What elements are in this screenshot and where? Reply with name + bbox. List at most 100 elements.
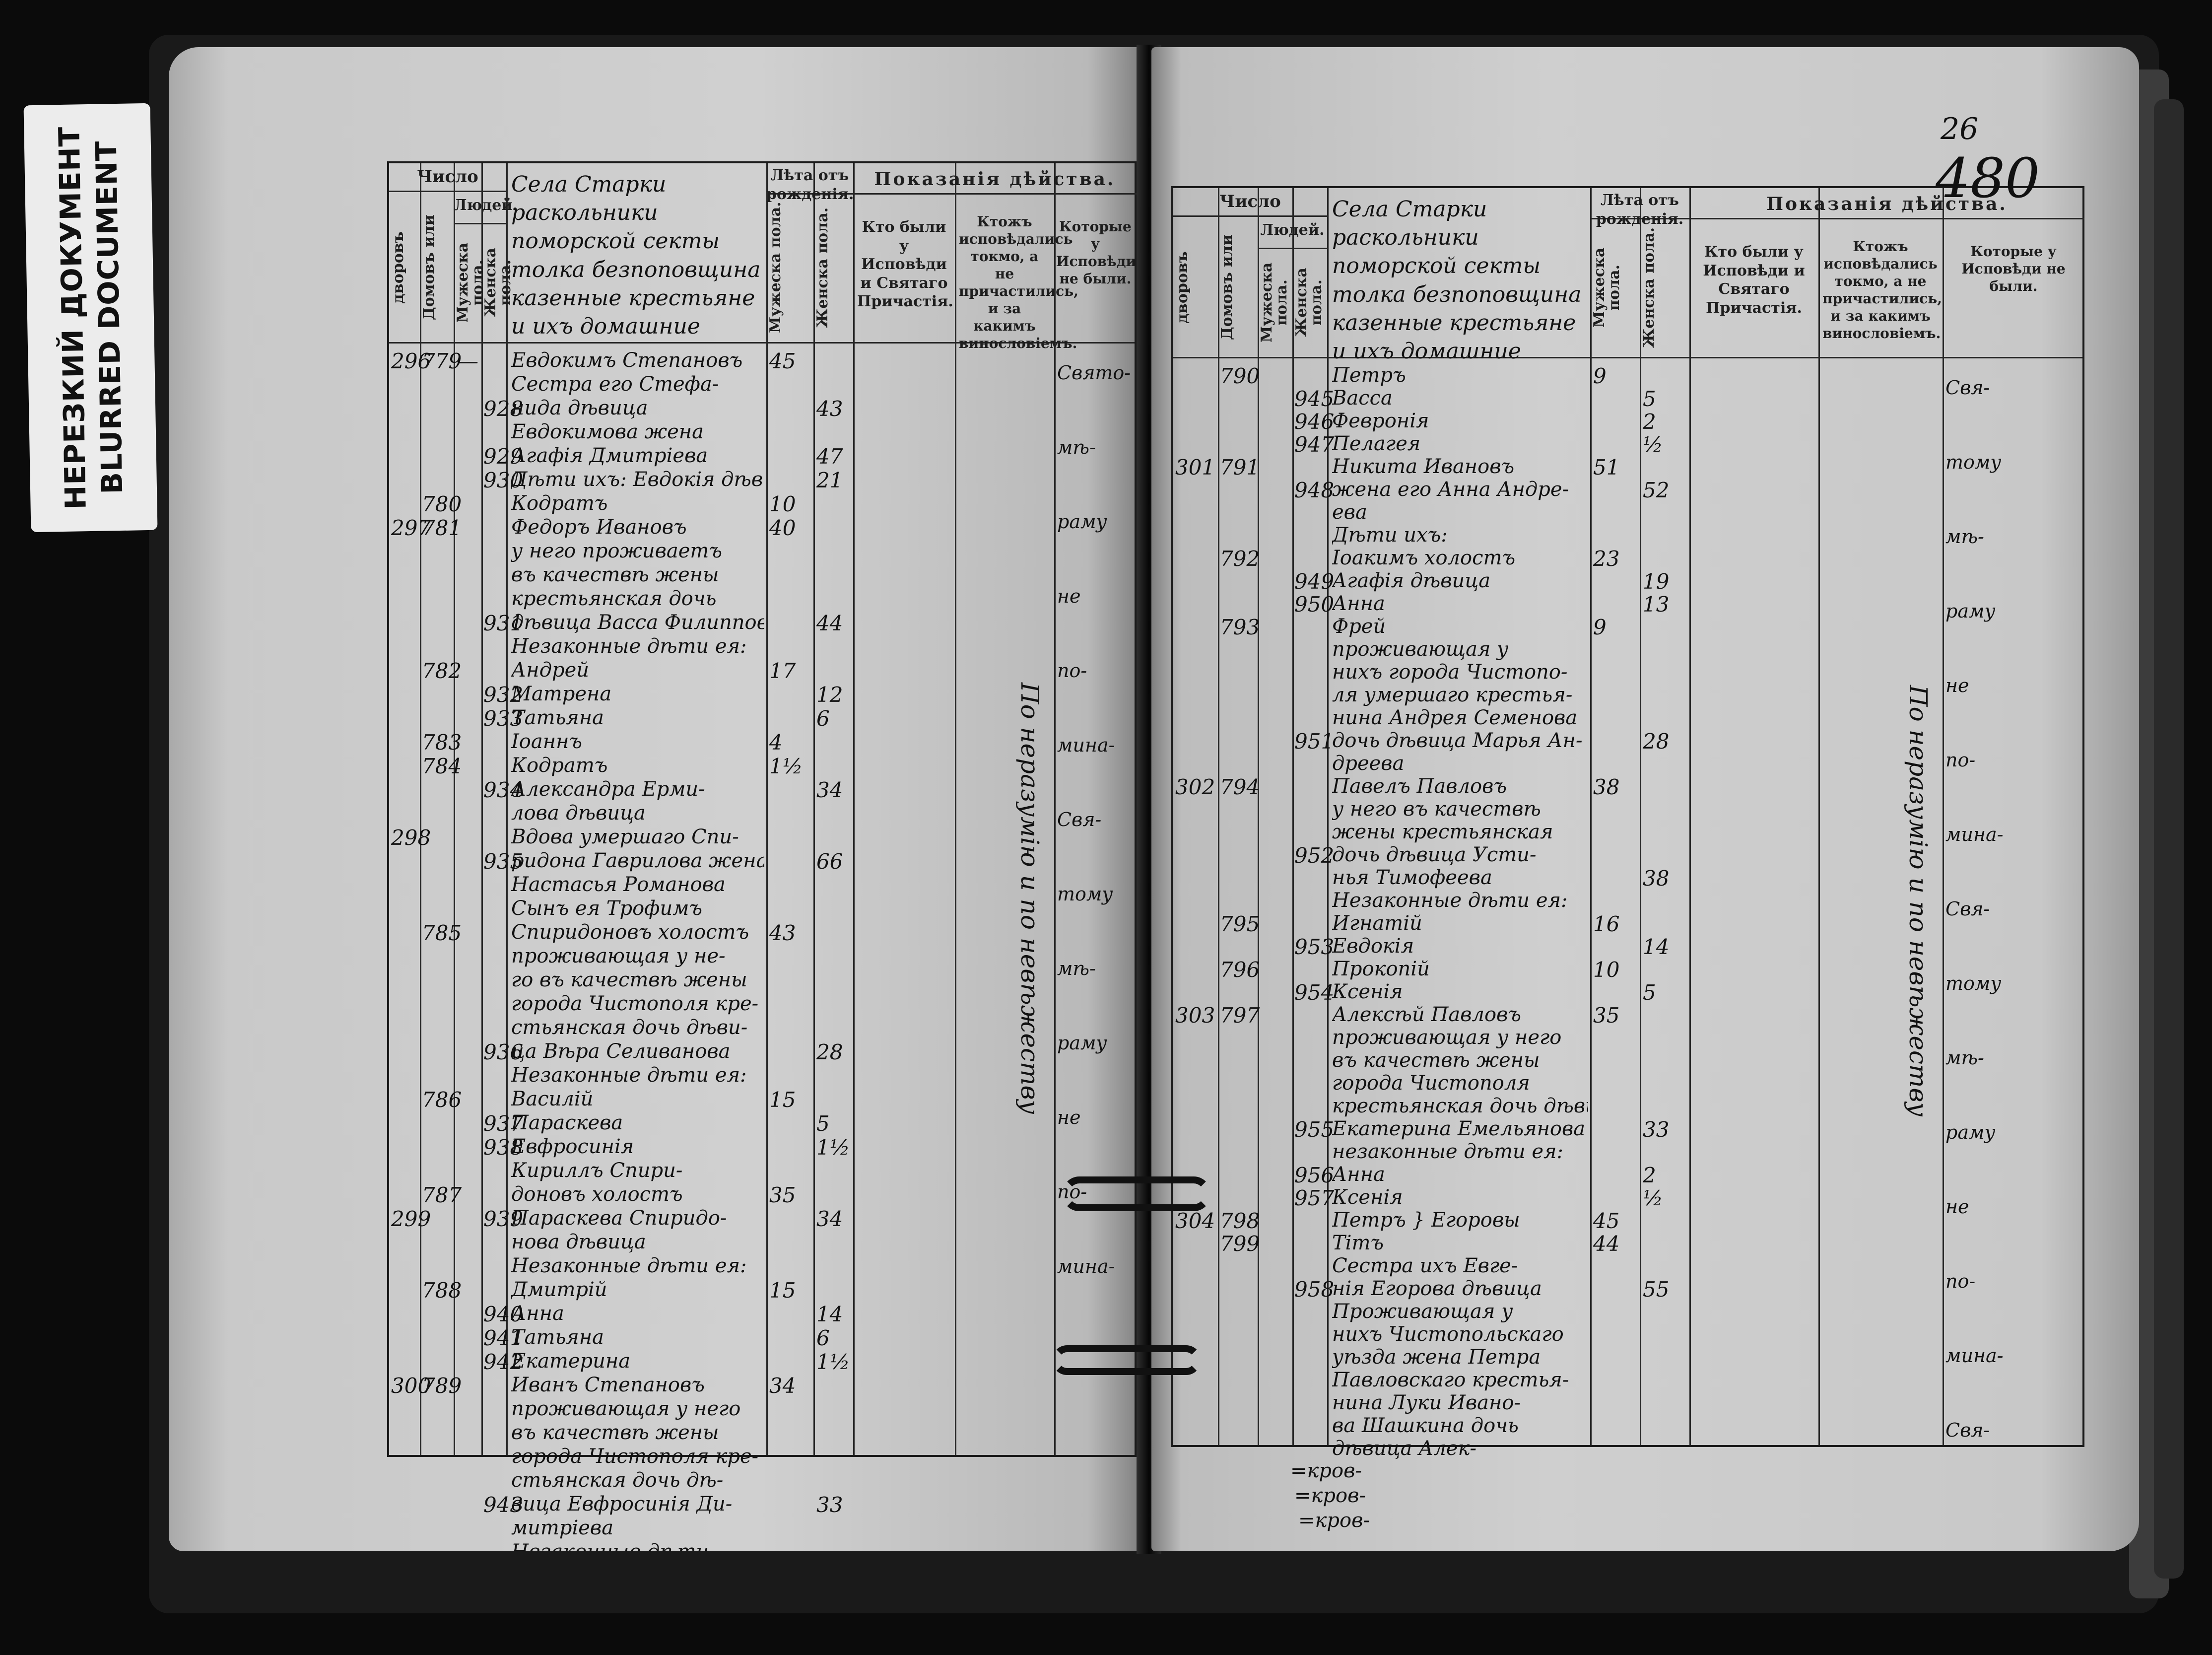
header-chislo: Число	[417, 167, 478, 187]
house-number: 793	[1220, 615, 1260, 639]
no-confession-note: не	[1057, 1106, 1081, 1128]
person-entry: Андрей	[511, 659, 590, 682]
person-entry: нида дѣвица	[511, 397, 648, 419]
age-male: 16	[1593, 912, 1620, 936]
no-confession-note: мѣ-	[1945, 1047, 1984, 1069]
age-male: 15	[769, 1278, 796, 1303]
age-male: 23	[1593, 547, 1620, 571]
age-female: 43	[816, 397, 843, 421]
ledger-header-rule	[389, 342, 1135, 344]
person-entry: Сестра его Стефа-	[511, 373, 719, 396]
ledger-column-rule	[1258, 188, 1259, 1445]
person-entry: у него въ качествѣ	[1332, 798, 1541, 821]
person-entry: митріева	[511, 1517, 614, 1539]
no-confession-note: мѣ-	[1945, 526, 1984, 548]
person-entry: стьянская дочь дѣ-	[511, 1469, 724, 1492]
female-count: 958	[1294, 1277, 1335, 1302]
person-entry: нья Тимофеева	[1332, 866, 1492, 889]
age-female: 2	[1643, 1163, 1656, 1187]
header-leta-male: Мужеска пола.	[1591, 247, 1623, 328]
header-dvorov: дворовъ	[390, 231, 407, 304]
stamp-text-en: BLURRED DOCUMENT	[89, 140, 129, 494]
person-entry: ля умершаго крестья-	[1332, 684, 1573, 706]
ledger-column-rule	[481, 163, 483, 1455]
binding-thread	[1062, 1176, 1211, 1211]
person-entry: Агафія Дмитріева	[511, 444, 708, 467]
ledger-subheader-rule	[853, 193, 1137, 195]
person-entry: Іоакимъ холостъ	[1332, 547, 1516, 569]
person-entry: Фрей	[1332, 615, 1386, 638]
header-leta: Лѣта отъ рожденія.	[1596, 192, 1684, 228]
person-entry: Проживающая у	[1332, 1300, 1513, 1323]
person-entry: нина Андрея Семенова	[1332, 706, 1578, 729]
person-entry: Петръ	[1332, 364, 1406, 387]
age-female: 5	[1643, 387, 1656, 411]
person-entry: Иванъ Степановъ	[511, 1374, 705, 1396]
person-entry: нихъ города Чистопо-	[1332, 661, 1568, 684]
no-confession-note: по-	[1945, 1270, 1976, 1292]
house-number: 783	[422, 730, 462, 755]
age-female: 52	[1643, 478, 1670, 502]
ledger-column-rule	[1640, 188, 1641, 1445]
person-entry: города Чистополя	[1332, 1072, 1530, 1095]
person-entry: Евдокимъ Степановъ	[511, 349, 743, 372]
person-entry: Дѣти ихъ:	[1332, 524, 1448, 547]
female-count: 948	[1294, 478, 1335, 502]
header-male: Мужеска пола.	[1258, 262, 1290, 343]
person-entry: въ качествѣ жены	[511, 563, 719, 586]
no-confession-note: Свя-	[1945, 1419, 1990, 1441]
no-confession-note: Свя-	[1945, 377, 1990, 399]
no-confession-note: мѣ-	[1057, 436, 1096, 458]
no-confession-note: не	[1945, 1196, 1969, 1218]
person-entry: Федоръ Ивановъ	[511, 516, 687, 539]
ledger-column-rule	[766, 163, 768, 1455]
female-count: 947	[1294, 432, 1335, 457]
age-male: 38	[1593, 775, 1620, 799]
person-entry: Параскева Спиридо-	[511, 1207, 727, 1230]
female-count: 952	[1294, 843, 1335, 868]
header-lyudey: Людей.	[454, 197, 518, 214]
female-count: 931	[483, 611, 524, 635]
female-count: 946	[1294, 410, 1335, 434]
female-count: 940	[483, 1302, 524, 1326]
person-entry: Татьяна	[511, 706, 604, 729]
no-confession-note: мина-	[1057, 1255, 1115, 1277]
person-entry: нова дѣвица	[511, 1231, 646, 1253]
no-confession-note: тому	[1057, 883, 1113, 905]
person-entry: Настасья Романова	[511, 873, 726, 896]
house-number: 784	[422, 754, 462, 778]
person-entry: нина Луки Ивано-	[1332, 1391, 1521, 1414]
house-number: 788	[422, 1278, 462, 1303]
female-count: 950	[1294, 592, 1335, 617]
person-entry: города Чистополя кре-	[511, 1445, 759, 1468]
person-entry: Тітъ	[1332, 1232, 1384, 1254]
house-number: 796	[1220, 958, 1260, 982]
ledger-column-rule	[1689, 188, 1691, 1445]
female-count: 930	[483, 468, 524, 492]
age-female: 47	[816, 444, 843, 469]
age-female: 33	[1643, 1117, 1670, 1142]
age-male: 1½	[769, 754, 803, 778]
person-entry: Никита Ивановъ	[1332, 455, 1515, 478]
person-entry: Незаконные дѣти	[511, 1540, 709, 1551]
person-entry: Іоаннъ	[511, 730, 583, 753]
person-entry: нія Егорова дѣвица	[1332, 1277, 1542, 1300]
stamp-text-ru: НЕРЕЗКИЙ ДОКУМЕНТ	[52, 126, 93, 510]
age-female: 14	[816, 1302, 843, 1326]
person-entry: крестьянская дочь	[511, 587, 717, 610]
person-entry: дѣвица Алек-	[1332, 1437, 1476, 1460]
no-confession-note: Свя-	[1057, 809, 1102, 830]
age-male: 51	[1593, 455, 1620, 480]
person-entry: Незаконные дѣти ея:	[511, 635, 747, 658]
house-number: 789	[422, 1374, 462, 1398]
person-entry: незаконные дѣти ея:	[1332, 1140, 1563, 1163]
person-entry: нихъ Чистопольскаго	[1332, 1323, 1564, 1346]
header-chislo: Число	[1219, 192, 1281, 211]
ledger-subheader-rule	[454, 223, 506, 224]
age-male: 44	[1593, 1232, 1620, 1256]
person-entry: Павелъ Павловъ	[1332, 775, 1507, 798]
age-female: 6	[816, 1326, 830, 1350]
ledger-subheader-rule	[1173, 215, 1327, 217]
